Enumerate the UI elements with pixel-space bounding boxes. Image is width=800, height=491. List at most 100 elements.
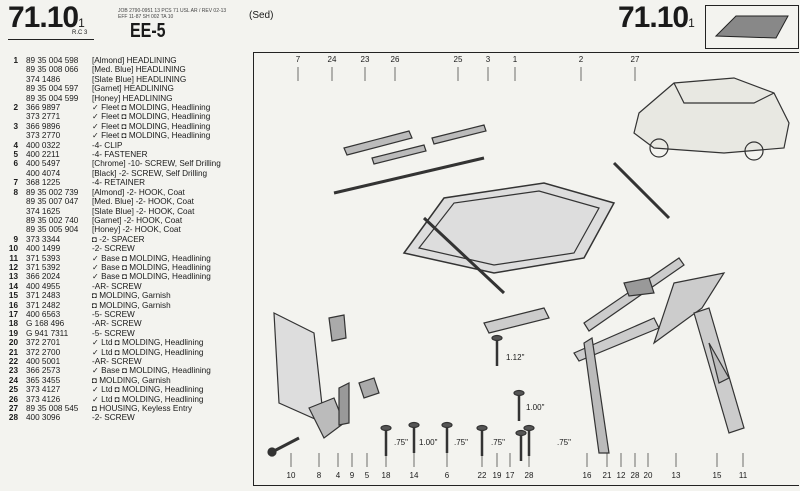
- part-number: 368 1225: [26, 178, 61, 188]
- callout-22: 22: [477, 471, 487, 480]
- ref-number: 26: [8, 394, 18, 404]
- ref-number: 19: [8, 328, 18, 338]
- callout-26: 26: [390, 55, 400, 64]
- callout-6: 6: [444, 471, 450, 480]
- callout-9: 9: [349, 471, 355, 480]
- part-description: -5- SCREW: [92, 309, 135, 319]
- ref-number: [6, 169, 18, 178]
- part-number: 373 4127: [26, 385, 61, 395]
- part-description: [Garnet] -2- HOOK, Coat: [92, 215, 183, 225]
- ref-number: [6, 84, 18, 93]
- headliner-thumbnail: [705, 5, 799, 49]
- part-description: ✓ Base ◘ MOLDING, Headlining: [92, 262, 211, 272]
- part-description: -4- RETAINER: [92, 178, 146, 188]
- part-row: 89 35 002 740 [Garnet] -2- HOOK, Coat: [6, 216, 221, 225]
- callout-14: 14: [409, 471, 419, 480]
- part-row: 89 35 008 066[Med. Blue] HEADLINING: [6, 65, 221, 74]
- part-description: ◘ MOLDING, Garnish: [92, 375, 171, 385]
- part-row: 373 2770 ✓ Fleet ◘ MOLDING, Headlining: [6, 131, 221, 140]
- part-number: 89 35 007 047: [26, 197, 79, 207]
- ref-number: 10: [8, 244, 18, 254]
- part-description: ✓ Fleet ◘ MOLDING, Headlining: [92, 112, 211, 122]
- callout-21: 21: [602, 471, 612, 480]
- callout-13: 13: [671, 471, 681, 480]
- ref-number: [6, 65, 18, 74]
- part-number: 373 3344: [26, 234, 61, 244]
- part-number: 371 2482: [26, 300, 61, 310]
- part-number: 89 35 005 904: [26, 225, 79, 235]
- ref-number: 27: [8, 404, 18, 414]
- part-description: -AR- SCREW: [92, 319, 142, 329]
- part-description: ✓ Ltd ◘ MOLDING, Headlining: [92, 385, 204, 395]
- part-number: 366 2573: [26, 366, 61, 376]
- part-number: 400 1499: [26, 244, 61, 254]
- part-number: 371 5393: [26, 253, 61, 263]
- part-number: 372 2700: [26, 347, 61, 357]
- screw-head: [513, 389, 525, 397]
- part-description: [Med. Blue] HEADLINING: [92, 65, 186, 75]
- body-style: (Sed): [249, 10, 274, 21]
- ref-number: [6, 112, 18, 121]
- ref-number: 8: [13, 187, 18, 197]
- callout-12: 12: [616, 471, 626, 480]
- callout-28: 28: [630, 471, 640, 480]
- part-number: G 941 7311: [26, 328, 69, 338]
- callout-25: 25: [453, 55, 463, 64]
- callout-28: 28: [524, 471, 534, 480]
- part-number: 89 35 002 740: [26, 215, 79, 225]
- part-description: -AR- SCREW: [92, 281, 142, 291]
- part-description: ◘ -2- SPACER: [92, 234, 145, 244]
- dimension-label: .75": [491, 438, 505, 447]
- ref-number: 7: [13, 178, 18, 188]
- dimension-label: .75": [557, 438, 571, 447]
- part-row: 374 1486[Slate Blue] HEADLINING: [6, 75, 221, 84]
- section-code: EE-5: [130, 20, 166, 42]
- part-number: 89 35 008 545: [26, 404, 79, 414]
- part-row: 400 4074[Black] -2- SCREW, Self Drilling: [6, 169, 221, 178]
- part-row: 89 35 004 599 [Honey] HEADLINING: [6, 94, 221, 103]
- part-description: -5- SCREW: [92, 328, 135, 338]
- part-row: 373 2771✓ Fleet ◘ MOLDING, Headlining: [6, 112, 221, 121]
- ref-number: [6, 94, 18, 103]
- part-number: 366 9897: [26, 103, 61, 113]
- part-number: 400 0322: [26, 140, 61, 150]
- callout-19: 19: [492, 471, 502, 480]
- part-description: ✓ Fleet ◘ MOLDING, Headlining: [92, 121, 211, 131]
- callout-24: 24: [327, 55, 337, 64]
- part-number: 89 35 004 597: [26, 84, 79, 94]
- part-number: G 168 496: [26, 319, 65, 329]
- ref-number: 22: [8, 357, 18, 366]
- part-number: 373 2770: [26, 131, 61, 141]
- part-description: [Honey] HEADLINING: [92, 93, 173, 103]
- part-number: 371 5392: [26, 262, 61, 272]
- part-description: ◘ MOLDING, Garnish: [92, 291, 171, 301]
- part-description: ✓ Fleet ◘ MOLDING, Headlining: [92, 131, 211, 141]
- part-number: 400 4955: [26, 281, 61, 291]
- part-row: 89 35 007 047 [Med. Blue] -2- HOOK, Coat: [6, 197, 221, 206]
- part-description: [Med. Blue] -2- HOOK, Coat: [92, 197, 194, 207]
- part-number: 400 6563: [26, 309, 61, 319]
- callout-27: 27: [630, 55, 640, 64]
- callout-11: 11: [738, 471, 748, 480]
- dimension-label: 1.12": [506, 353, 525, 362]
- part-number: 89 35 004 599: [26, 93, 79, 103]
- screw-head: [408, 421, 420, 429]
- ref-number: 12: [8, 262, 18, 272]
- part-number: 371 2483: [26, 291, 61, 301]
